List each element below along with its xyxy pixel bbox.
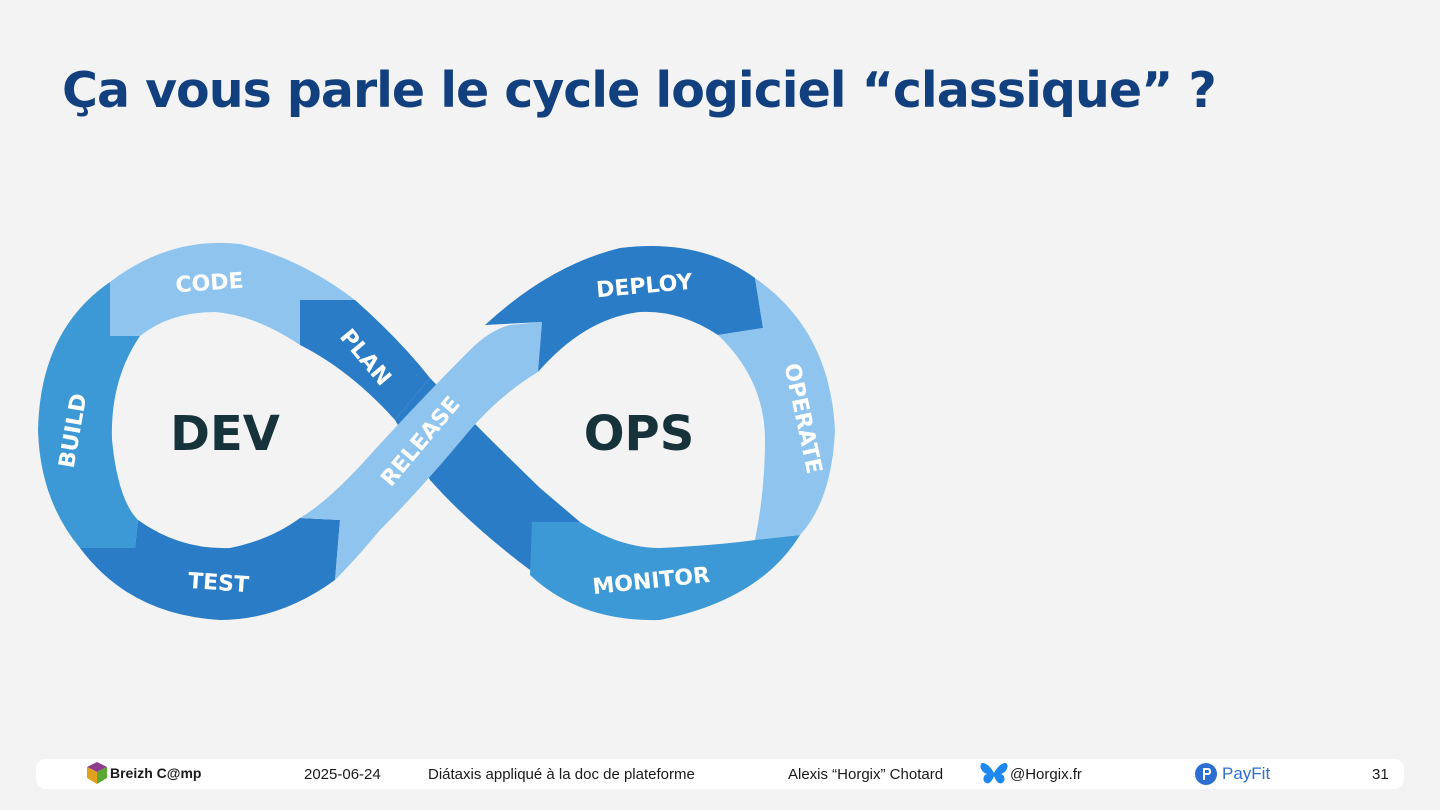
segment-build [38,282,140,548]
payfit-icon [1195,763,1217,785]
breizhcamp-logo: Breizh C@mp [86,760,206,788]
footer-speaker: Alexis “Horgix” Chotard [788,766,944,783]
breizhcamp-cube-icon [87,762,107,784]
butterfly-icon [980,763,1008,784]
segment-plan [300,300,430,420]
segment-test [80,518,340,620]
slide-title: Ça vous parle le cycle logiciel “classiq… [62,62,1217,119]
stage-label-test: TEST [187,569,249,598]
devops-infinity-diagram: CODE PLAN BUILD TEST RELEASE DEPLOY OPER… [38,242,835,621]
footer-date: 2025-06-24 [304,766,381,783]
social-handle-text: @Horgix.fr [1010,766,1082,783]
segment-operate [718,278,835,540]
slide-footer: Breizh C@mp 2025-06-24 Diátaxis appliqué… [36,759,1404,789]
segment-code [110,242,355,345]
event-name: Breizh C@mp [110,765,202,781]
company-name: PayFit [1222,764,1271,783]
segment-deploy [485,246,763,372]
stage-label-code: CODE [175,269,245,299]
page-number: 31 [1372,766,1389,783]
segment-monitor [530,522,800,621]
center-label-dev: DEV [170,406,280,462]
center-label-ops: OPS [584,406,695,462]
segment-release [300,322,542,580]
footer-talk-title: Diátaxis appliqué à la doc de plateforme [428,766,695,783]
